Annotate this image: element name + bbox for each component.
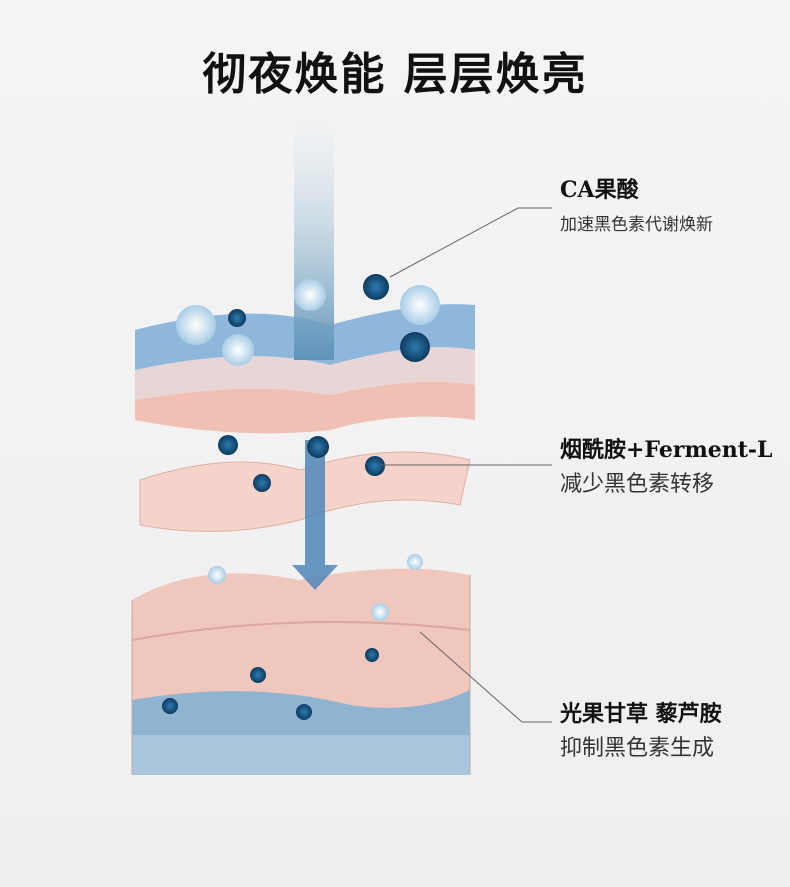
light-beam <box>294 110 334 360</box>
callout-heading: CA果酸 <box>560 177 639 203</box>
page-title: 彻夜焕能 层层焕亮 <box>202 49 588 100</box>
callout-licorice: 光果甘草 藜芦胺 抑制黑色素生成 <box>560 696 722 762</box>
molecules <box>162 274 440 720</box>
callout-subtext: 抑制黑色素生成 <box>560 736 715 761</box>
callout-heading: 光果甘草 藜芦胺 <box>560 701 722 727</box>
callout-subtext: 减少黑色素转移 <box>560 472 715 497</box>
down-arrow-icon <box>292 440 338 590</box>
bottom-skin-block <box>131 568 471 775</box>
callout-niacinamide: 烟酰胺+Ferment-L 减少黑色素转移 <box>560 432 772 498</box>
callout-heading: 烟酰胺+Ferment-L <box>560 437 773 463</box>
callout-ca-acid: CA果酸 加速黑色素代谢焕新 <box>560 172 713 235</box>
callout-subtext: 加速黑色素代谢焕新 <box>560 215 713 235</box>
leader-lines <box>380 207 552 723</box>
